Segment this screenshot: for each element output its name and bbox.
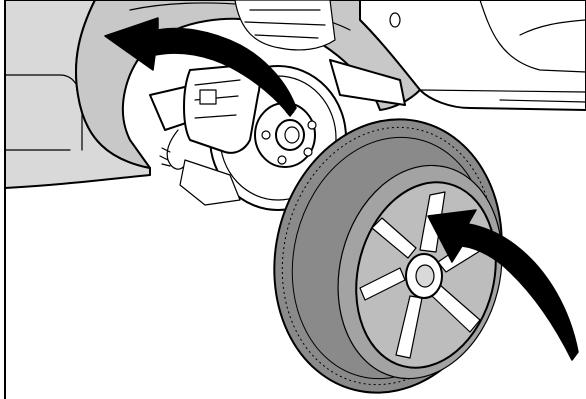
wheel-stud [304, 148, 312, 156]
liner-clip [390, 13, 400, 27]
wheel-stud [308, 121, 316, 129]
wheel-stud [278, 156, 286, 164]
wheel-stud [262, 131, 270, 139]
